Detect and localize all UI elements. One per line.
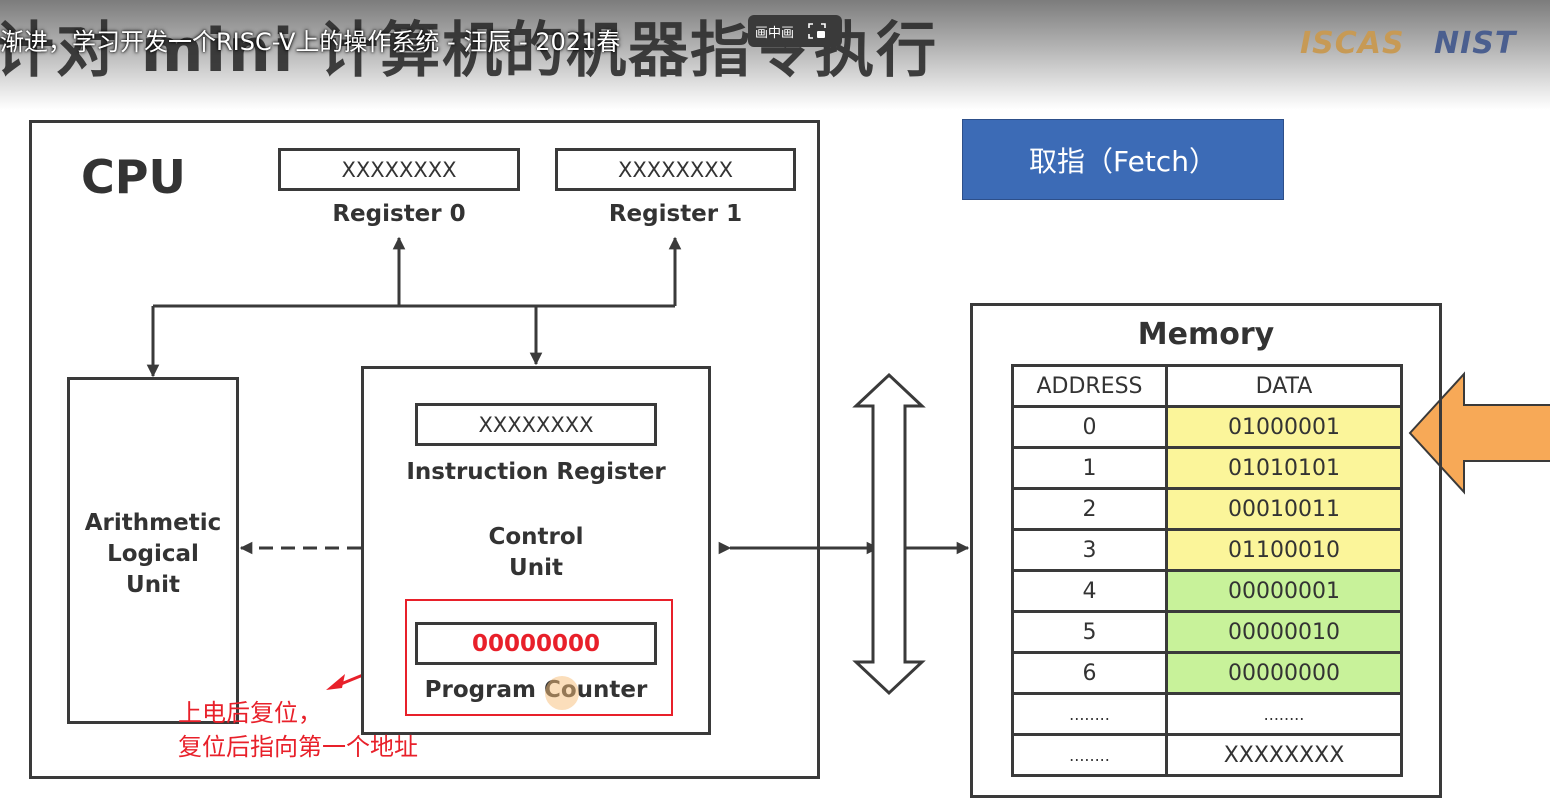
- memory-address-cell: 3: [1011, 528, 1168, 572]
- alu-label-line2: Logical: [107, 541, 199, 567]
- control-unit-label-line1: Control: [488, 524, 584, 550]
- program-counter-highlight-box: [405, 599, 673, 716]
- memory-data-cell: XXXXXXXX: [1165, 733, 1403, 777]
- memory-data-cell: ........: [1165, 692, 1403, 736]
- register0-value: XXXXXXXX: [278, 148, 520, 191]
- memory-header-address: ADDRESS: [1011, 364, 1168, 408]
- memory-row: 5 00000010: [1011, 610, 1403, 654]
- annotation-arrow-head: [326, 674, 345, 690]
- memory-row: ........ XXXXXXXX: [1011, 733, 1403, 777]
- memory-row: 3 01100010: [1011, 528, 1403, 572]
- memory-header-data: DATA: [1165, 364, 1403, 408]
- pip-label: 画中画: [755, 25, 795, 41]
- memory-row: 0 01000001: [1011, 405, 1403, 449]
- memory-row: ........ ........: [1011, 692, 1403, 736]
- alu-label: Arithmetic Logical Unit: [67, 508, 239, 601]
- memory-pointer-arrow: [1408, 371, 1550, 495]
- cursor-highlight: [545, 676, 579, 710]
- memory-data-cell: 01010101: [1165, 446, 1403, 490]
- instruction-register-value: XXXXXXXX: [415, 403, 657, 446]
- program-counter-value: 00000000: [415, 622, 657, 665]
- memory-address-cell: 0: [1011, 405, 1168, 449]
- memory-row: 4 00000001: [1011, 569, 1403, 613]
- memory-data-cell: 00010011: [1165, 487, 1403, 531]
- memory-address-cell: ........: [1011, 692, 1168, 736]
- memory-address-cell: 1: [1011, 446, 1168, 490]
- register1-value: XXXXXXXX: [555, 148, 796, 191]
- reset-annotation-line1: 上电后复位，: [178, 699, 322, 727]
- memory-header-row: ADDRESS DATA: [1011, 364, 1403, 408]
- memory-address-cell: 4: [1011, 569, 1168, 613]
- reset-annotation: 上电后复位， 复位后指向第一个地址: [178, 696, 418, 764]
- memory-row: 6 00000000: [1011, 651, 1403, 695]
- system-bus-arrow: [852, 372, 926, 696]
- reset-annotation-line2: 复位后指向第一个地址: [178, 733, 418, 761]
- picture-in-picture-button[interactable]: 画中画: [748, 15, 842, 47]
- memory-address-cell: 2: [1011, 487, 1168, 531]
- program-counter-label: Program Counter: [424, 677, 648, 703]
- nist-logo: NIST: [1434, 26, 1517, 61]
- memory-address-cell: ........: [1011, 733, 1168, 777]
- memory-row: 1 01010101: [1011, 446, 1403, 490]
- alu-box: [67, 377, 239, 724]
- memory-data-cell: 01000001: [1165, 405, 1403, 449]
- memory-row: 2 00010011: [1011, 487, 1403, 531]
- pip-icon: [808, 23, 826, 39]
- memory-title: Memory: [1137, 317, 1275, 352]
- video-title: 渐进，学习开发一个RISC-V上的操作系统 - 汪辰 - 2021春: [0, 28, 621, 56]
- register1-label: Register 1: [608, 201, 743, 227]
- memory-address-cell: 6: [1011, 651, 1168, 695]
- memory-address-cell: 5: [1011, 610, 1168, 654]
- memory-data-cell: 01100010: [1165, 528, 1403, 572]
- cpu-box: [29, 120, 820, 779]
- register0-label: Register 0: [332, 201, 466, 227]
- cpu-title: CPU: [81, 150, 186, 204]
- memory-table: ADDRESS DATA 0 01000001 1 01010101 2 000…: [1011, 364, 1403, 777]
- control-unit-label: Control Unit: [361, 522, 711, 584]
- memory-box: [970, 303, 1442, 798]
- memory-data-cell: 00000001: [1165, 569, 1403, 613]
- control-unit-label-line2: Unit: [509, 555, 563, 581]
- fetch-step-box: 取指（Fetch）: [962, 119, 1284, 200]
- instruction-register-label: Instruction Register: [406, 459, 666, 485]
- alu-label-line3: Unit: [126, 572, 180, 598]
- iscas-logo: ISCAS: [1300, 26, 1405, 61]
- memory-data-cell: 00000010: [1165, 610, 1403, 654]
- memory-data-cell: 00000000: [1165, 651, 1403, 695]
- alu-label-line1: Arithmetic: [84, 510, 222, 536]
